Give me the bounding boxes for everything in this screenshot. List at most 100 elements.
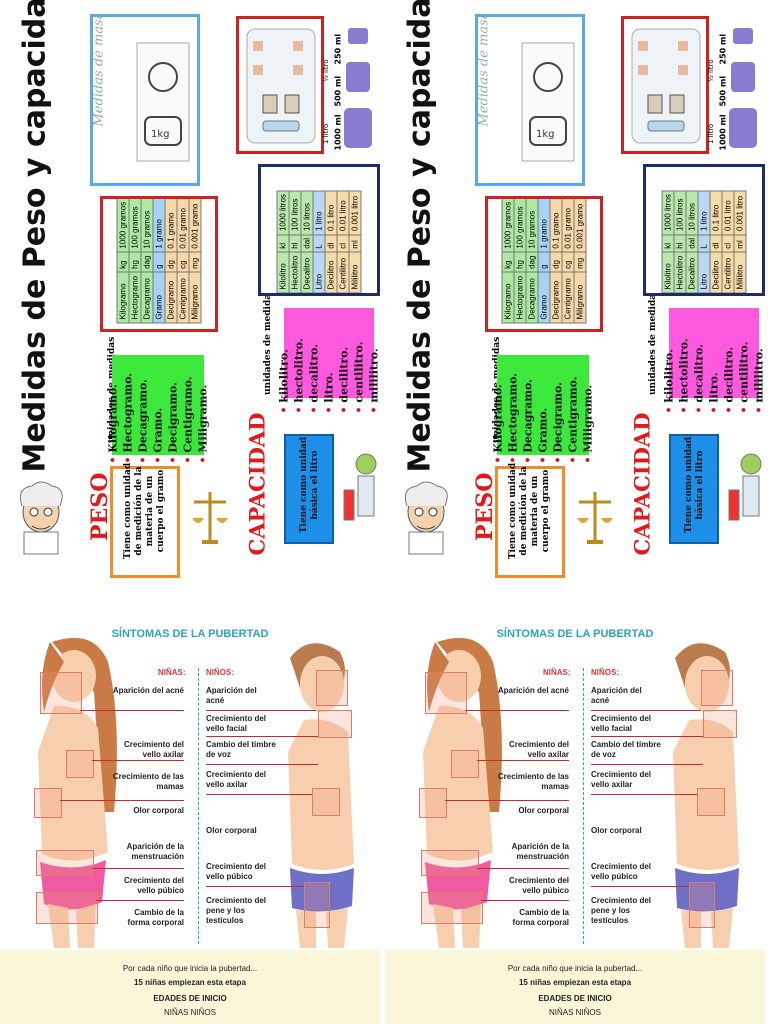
table-cell: dl (710, 234, 722, 253)
list-item: mililitro. (367, 316, 381, 414)
table-cell: Centilitro (337, 252, 349, 293)
highlight-hips (421, 892, 483, 924)
list-item: Kilogramo. (491, 360, 506, 464)
connector-line (96, 900, 184, 901)
table-cell: Decigramo (550, 272, 562, 323)
table-cell: Decalitro (686, 252, 698, 293)
boy-label-voz: Cambio del timbre de voz (206, 740, 276, 759)
mass-card-title: Medidas de masa (91, 14, 107, 127)
table-cell: 0.001 litro (734, 190, 746, 235)
table-cell: 0.1 gramo (550, 199, 562, 253)
connector-line (477, 760, 569, 761)
girl-label-menstruacion: Aparición de la menstruación (126, 842, 184, 861)
connector-line (591, 736, 703, 737)
list-item: decilitro. (722, 316, 737, 414)
puberty-footer: Por cada niño que inicia la pubertad... … (0, 950, 380, 1024)
capacidad-units-box: kilolitro. hectolitro. decalitro. litro.… (278, 308, 380, 403)
scale-illustration-icon: 1kg (136, 42, 190, 162)
boy-figure (288, 643, 354, 948)
boy-label-facial: Crecimiento del vello facial (591, 714, 652, 733)
connector-line (80, 710, 184, 711)
table-cell: 0.1 litro (710, 190, 722, 235)
table-cell: Centilitro (722, 252, 734, 293)
table-cell: Centigramo (177, 272, 189, 323)
boy-label-olor: Olor corporal (206, 826, 257, 835)
list-item: Miligramo. (196, 360, 211, 464)
table-cell: ml (734, 234, 746, 253)
girl-label-menstruacion: Aparición de la menstruación (511, 842, 569, 861)
weight-capacity-worksheet: Medidas de Peso y capacidad PESO Tiene c… (0, 0, 380, 610)
capacidad-units-title: unidades de medidas (263, 288, 273, 395)
connector-line (591, 710, 701, 711)
table-cell: 0.01 litro (337, 190, 349, 235)
footer-line-2: 15 niñas empiezan esta etapa (133, 978, 247, 987)
table-cell: Gramo (538, 272, 550, 323)
peso-units-box: Kilogramo. Hectogramo. Decagramo. Gramo.… (107, 355, 210, 455)
table-cell: 10 gramos (141, 199, 153, 253)
girl-label-olor: Olor corporal (518, 806, 569, 815)
table-cell: dag (526, 252, 538, 273)
table-cell: Miligramo (574, 272, 586, 323)
capacidad-definition-box: Tiene como unidad básica el litro (669, 434, 719, 544)
table-cell: 1 gramo (153, 199, 165, 253)
capacidad-definition-text: Tiene como unidad básica el litro (684, 436, 705, 534)
column-divider (583, 668, 584, 944)
scientist-icon (19, 481, 63, 555)
girl-label-pubico: Crecimiento del vello púbico (508, 876, 569, 895)
boy-label-olor: Olor corporal (591, 826, 642, 835)
connector-line (477, 868, 569, 869)
list-item: decalitro. (307, 316, 322, 414)
list-item: Centigramo. (181, 360, 196, 464)
girls-header: NIÑAS: (158, 668, 186, 677)
table-cell: Decilitro (710, 252, 722, 293)
highlight-boy-groin (689, 882, 715, 928)
list-item: Centigramo. (566, 360, 581, 464)
table-cell: 0.001 litro (349, 190, 361, 235)
connector-line (591, 764, 703, 765)
table-cell: 0.01 gramo (562, 199, 574, 253)
table-cell: Hectogramo (129, 272, 141, 323)
scale-illustration-icon: 1kg (521, 42, 575, 162)
table-cell: hg (514, 252, 526, 273)
capacidad-header: CAPACIDAD (244, 412, 270, 556)
table-cell: Litro (313, 252, 325, 293)
table-cell: 1000 litros (277, 190, 289, 235)
table-cell: Mililitro (734, 252, 746, 293)
highlight-waist (421, 850, 479, 876)
connector-line (465, 710, 569, 711)
table-cell: Kilogramo (502, 272, 514, 323)
list-item: mililitro. (752, 316, 766, 414)
table-cell: L (313, 234, 325, 253)
puberty-footer: Por cada niño que inicia la pubertad... … (385, 950, 765, 1024)
connector-line (92, 868, 184, 869)
table-cell: 1 gramo (538, 199, 550, 253)
table-cell: 0.01 litro (722, 190, 734, 235)
table-cell: Centigramo (562, 272, 574, 323)
measuring-cups-icon (729, 28, 757, 148)
highlight-waist (36, 850, 94, 876)
table-cell: cl (722, 234, 734, 253)
table-cell: g (538, 252, 550, 273)
footer-line-3: EDADES DE INICIO (153, 994, 227, 1003)
list-item: Decagramo. (521, 360, 536, 464)
jug-label-1: 1 litro (707, 123, 715, 144)
table-cell: 100 gramos (129, 199, 141, 253)
table-cell: hg (129, 252, 141, 273)
girl-label-acne: Aparición del acné (497, 686, 569, 695)
column-divider (198, 668, 199, 944)
highlight-boy-jaw (703, 710, 737, 738)
highlight-boy-armpit (312, 788, 340, 816)
worksheet-title: Medidas de Peso y capacidad (17, 0, 53, 473)
